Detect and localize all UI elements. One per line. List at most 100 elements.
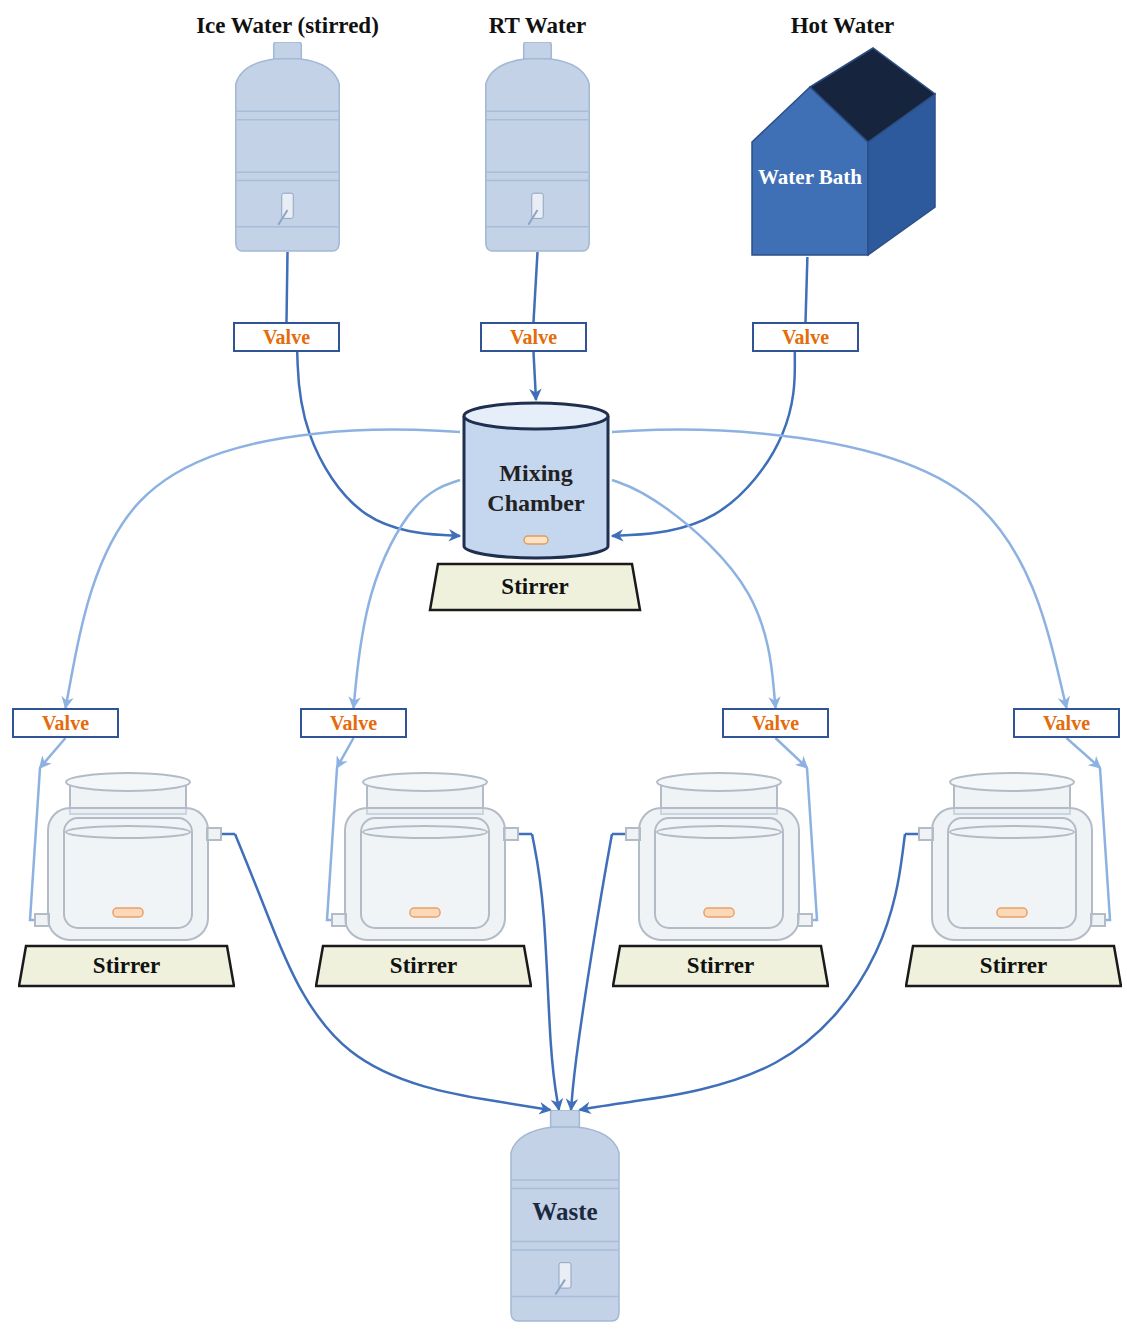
bottle-rib	[486, 180, 590, 182]
stirrer-plate: Stirrer	[428, 562, 642, 612]
bottle-rib	[236, 119, 340, 121]
water-line	[612, 352, 795, 536]
jacketed-reactor	[905, 768, 1110, 940]
bottle-rib	[511, 1249, 619, 1251]
bottle-rib	[486, 171, 590, 173]
valve-box: Valve	[12, 708, 119, 738]
bath-label: Water Bath	[752, 164, 868, 191]
stir-bar	[997, 908, 1027, 917]
stir-bar	[410, 908, 440, 917]
valve-box: Valve	[300, 708, 407, 738]
reactor-station: Stirrer	[315, 768, 532, 988]
water-line	[337, 738, 354, 768]
reactor-rim	[657, 773, 781, 791]
bottle-rib	[486, 119, 590, 121]
water-bath: Hot WaterWater Bath	[745, 10, 940, 257]
reactor-vessel	[655, 818, 783, 928]
tap-handle	[555, 1280, 565, 1295]
cylinder-body	[464, 416, 608, 558]
reactor-vessel	[64, 818, 192, 928]
bottle-drawing	[236, 42, 340, 251]
coolant-inlet-pipe	[327, 768, 337, 920]
water-line	[287, 252, 288, 322]
valve-box: Valve	[722, 708, 829, 738]
water-line	[571, 834, 612, 1110]
coolant-inlet-pipe	[807, 768, 817, 920]
stir-bar	[524, 536, 548, 544]
inlet-nozzle	[332, 914, 346, 926]
coolant-outlet-pipe	[905, 833, 920, 836]
bottle-rib	[486, 111, 590, 113]
water-line	[1067, 738, 1101, 768]
water-line	[534, 352, 537, 400]
valve-box: Valve	[1013, 708, 1120, 738]
waste-bottle: Waste	[505, 1110, 625, 1322]
outlet-nozzle	[626, 828, 640, 840]
liquid-level	[950, 826, 1074, 838]
reactor-rim	[950, 773, 1074, 791]
node-label: Valve	[762, 324, 849, 350]
stirrer-plate	[316, 946, 531, 986]
bottle-body	[486, 59, 590, 251]
water-line	[776, 738, 808, 768]
node-label: Valve	[1023, 710, 1110, 736]
reactor-vessel	[361, 818, 489, 928]
reactor-jacket	[48, 808, 208, 940]
bottle-rib	[511, 1241, 619, 1243]
node-label: Stirrer	[919, 947, 1108, 985]
node-label: Waste	[513, 1196, 617, 1228]
cylinder-top	[464, 403, 608, 429]
stirrer-plate	[906, 946, 1121, 986]
water-bath-box	[745, 42, 940, 257]
reactor-jacket	[932, 808, 1092, 940]
water-line	[806, 257, 808, 322]
stirrer-plate	[19, 946, 234, 986]
inlet-nozzle	[35, 914, 49, 926]
water-line	[532, 834, 559, 1110]
tap-handle	[528, 210, 537, 225]
reactor-station: Stirrer	[612, 768, 829, 988]
bottle-rib	[236, 171, 340, 173]
outlet-nozzle	[919, 828, 933, 840]
node-label: Valve	[22, 710, 109, 736]
coolant-inlet-pipe	[30, 768, 40, 920]
bottle-illustration	[230, 42, 345, 252]
water-bottle: RT Water	[455, 10, 620, 252]
outlet-nozzle	[504, 828, 518, 840]
bottle-body	[511, 1127, 619, 1321]
jacketed-reactor	[327, 768, 532, 940]
coolant-outlet-pipe	[612, 833, 627, 836]
coolant-outlet-pipe	[517, 833, 532, 836]
node-label: Stirrer	[329, 947, 518, 985]
water-bottle: Ice Water (stirred)	[160, 10, 415, 252]
bottle-drawing	[511, 1110, 619, 1321]
node-label: Valve	[243, 324, 330, 350]
reactor-jacket	[345, 808, 505, 940]
reservoir-heading: RT Water	[455, 10, 620, 42]
node-label: Valve	[310, 710, 397, 736]
reactor-jacket	[639, 808, 799, 940]
bath-opening	[810, 48, 935, 142]
node-label: Valve	[732, 710, 819, 736]
reactor-rim	[66, 773, 190, 791]
bottle-rib	[236, 226, 340, 228]
coolant-outlet-pipe	[220, 833, 235, 836]
valve-box: Valve	[233, 322, 340, 352]
jacketed-reactor	[612, 768, 817, 940]
coolant-inlet-pipe	[1100, 768, 1110, 920]
reservoir-heading: Ice Water (stirred)	[160, 10, 415, 42]
liquid-level	[66, 826, 190, 838]
water-line	[534, 252, 538, 322]
node-label: Stirrer	[428, 562, 642, 612]
liquid-level	[363, 826, 487, 838]
node-label: Valve	[490, 324, 577, 350]
bottle-rib	[486, 226, 590, 228]
reactor-vessel	[948, 818, 1076, 928]
reactor-station: Stirrer	[18, 768, 235, 988]
stir-bar	[704, 908, 734, 917]
outlet-nozzle	[207, 828, 221, 840]
bottle-rib	[511, 1188, 619, 1190]
inlet-nozzle	[1091, 914, 1105, 926]
reactor-station: Stirrer	[905, 768, 1122, 988]
